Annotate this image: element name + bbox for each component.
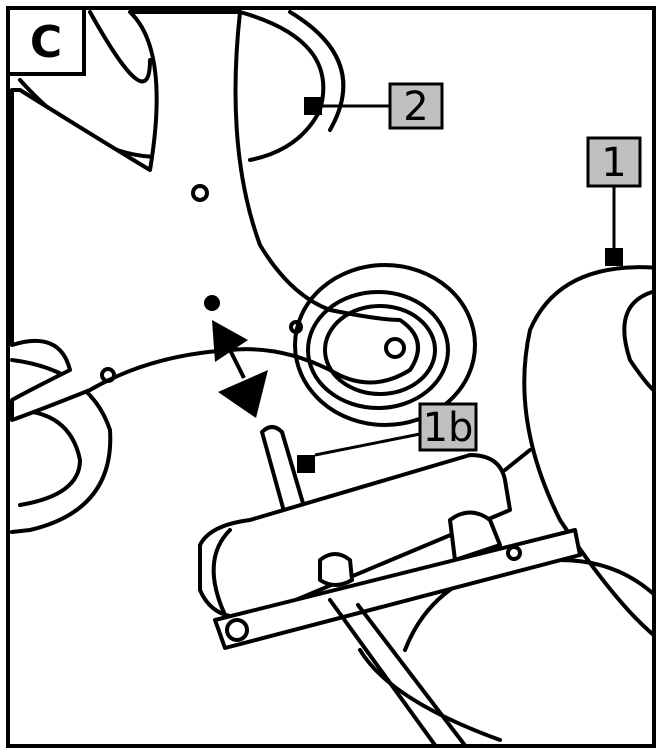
frame-bar-end	[211, 528, 232, 617]
double-arrow-icon	[212, 320, 268, 418]
axle-pin	[260, 425, 307, 517]
callout-label-box	[418, 402, 478, 452]
leg-tube	[356, 603, 467, 744]
frame-hole	[100, 367, 116, 383]
seat-curve	[358, 265, 652, 742]
callout-label-2: 2	[403, 84, 428, 130]
bracket-bolt	[506, 545, 522, 561]
leg-tube	[328, 598, 437, 744]
frame-hole	[384, 337, 406, 359]
callout-2: 2	[304, 82, 444, 130]
frame-hole	[191, 184, 209, 202]
callout-1: 1	[586, 136, 642, 266]
bracket-bolt	[225, 618, 249, 642]
panel-letter: C	[30, 17, 62, 68]
panel-letter-box: C	[6, 6, 86, 76]
callout-marker	[304, 97, 322, 115]
bracket-strip	[213, 528, 582, 650]
frame-tube-end	[448, 510, 502, 562]
callout-label-1: 1	[601, 140, 626, 186]
callout-1b: 1b	[297, 402, 478, 473]
frame-hole	[204, 295, 220, 311]
callout-marker	[297, 455, 315, 473]
panel-frame	[6, 6, 656, 748]
frame-bar	[198, 453, 512, 620]
bracket-knob	[318, 552, 354, 587]
callout-label-box	[586, 136, 642, 188]
star-frame	[10, 10, 420, 422]
frame-joint	[503, 448, 532, 472]
callout-label-box	[388, 82, 444, 130]
callout-marker	[605, 248, 623, 266]
wheel-right	[293, 263, 477, 427]
callout-label-1b: 1b	[423, 405, 474, 451]
wheel-left	[10, 358, 113, 534]
